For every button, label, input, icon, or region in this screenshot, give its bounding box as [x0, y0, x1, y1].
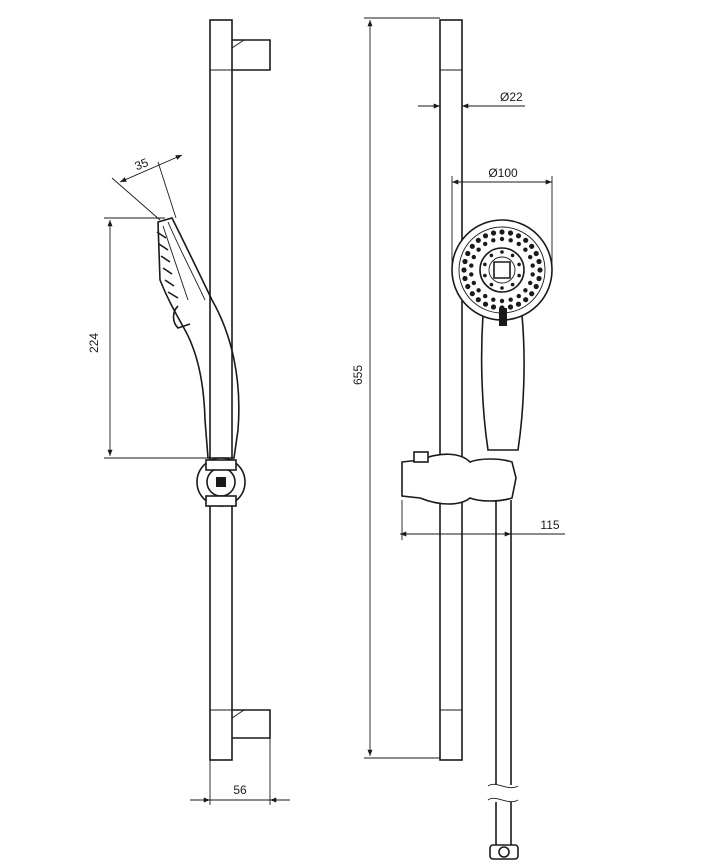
nozzle-dot	[483, 241, 488, 247]
nozzle-dot	[510, 282, 515, 287]
dim-d22-label: Ø22	[500, 90, 523, 104]
nozzle-dot	[499, 305, 505, 311]
side-bottom-bracket	[231, 709, 271, 739]
hose	[487, 500, 519, 860]
dim-35-label: 35	[133, 155, 151, 173]
side-slider-holder	[196, 457, 246, 507]
dim-56: 56	[190, 738, 290, 805]
nozzle-dot	[462, 258, 468, 265]
dim-655: 655	[351, 17, 440, 759]
nozzle-dot	[483, 293, 488, 299]
nozzle-dot	[462, 275, 468, 282]
nozzle-dot	[517, 273, 521, 278]
front-showerhead	[451, 219, 553, 326]
nozzle-dot	[530, 272, 535, 277]
front-handle	[480, 314, 525, 451]
nozzle-dot	[469, 243, 475, 249]
dim-d100-label: Ø100	[488, 166, 518, 180]
nozzle-dot	[489, 253, 494, 258]
nozzle-dot	[476, 247, 481, 252]
nozzle-dot	[508, 297, 513, 302]
hose-nut	[489, 844, 519, 860]
nozzle-dot	[523, 288, 528, 293]
nozzle-dot	[491, 297, 496, 302]
nozzle-dot	[536, 258, 542, 265]
nozzle-dot	[500, 286, 504, 290]
nozzle-dot	[461, 267, 467, 273]
side-view: 224 35 56	[87, 19, 290, 805]
nozzle-dot	[469, 291, 475, 297]
nozzle-dot	[476, 288, 481, 293]
dim-224: 224	[87, 217, 208, 459]
side-rail	[209, 19, 233, 761]
nozzle-dot	[471, 254, 476, 260]
nozzle-dot	[510, 253, 515, 258]
nozzle-dot	[523, 237, 529, 243]
dim-35: 35	[111, 154, 183, 221]
nozzle-dot	[529, 243, 535, 249]
nozzle-dot	[533, 250, 539, 257]
dim-655-label: 655	[351, 365, 365, 385]
dim-115: 115	[400, 500, 565, 540]
dim-115-label: 115	[540, 518, 559, 532]
nozzle-dot	[508, 238, 513, 243]
nozzle-dot	[482, 301, 489, 307]
nozzle-dot	[500, 250, 504, 254]
nozzle-dot	[482, 233, 489, 239]
nozzle-dot	[529, 291, 535, 297]
outer-nozzles	[461, 229, 543, 311]
nozzle-dot	[483, 262, 487, 267]
nozzle-dot	[523, 247, 528, 252]
nozzle-dot	[499, 236, 505, 242]
nozzle-dot	[528, 254, 533, 260]
nozzle-dot	[483, 273, 487, 278]
nozzle-dot	[491, 238, 496, 243]
side-top-bracket	[231, 39, 271, 71]
nozzle-dot	[489, 282, 494, 287]
dim-d100: Ø100	[451, 166, 553, 265]
nozzle-dot	[537, 267, 543, 273]
nozzle-dot	[507, 304, 514, 310]
nozzle-dot	[523, 297, 529, 303]
nozzle-dot	[475, 297, 481, 303]
nozzle-dot	[536, 275, 542, 282]
nozzle-dot	[516, 293, 521, 299]
nozzle-dot	[507, 230, 514, 236]
nozzle-dot	[528, 280, 533, 286]
nozzle-dot	[516, 241, 521, 247]
nozzle-dot	[533, 283, 539, 290]
nozzle-dot	[515, 301, 522, 307]
front-rail	[439, 19, 463, 761]
nozzle-dot	[490, 230, 497, 236]
nozzle-dot	[469, 272, 474, 277]
dim-224-label: 224	[87, 333, 101, 353]
nozzle-dot	[475, 237, 481, 243]
nozzle-dot	[515, 233, 522, 239]
dim-d22: Ø22	[418, 90, 525, 109]
nozzle-dot	[465, 250, 471, 257]
nozzle-dot	[517, 262, 521, 267]
front-slider	[401, 451, 517, 505]
inner-nozzles	[483, 250, 521, 290]
front-view: Ø22 Ø100 655 115	[351, 17, 565, 860]
nozzle-dot	[499, 229, 505, 235]
nozzle-dot	[465, 283, 471, 290]
nozzle-dot	[471, 280, 476, 286]
nozzle-dot	[469, 263, 474, 268]
side-handshower	[156, 217, 240, 459]
nozzle-dot	[490, 304, 497, 310]
nozzle-dot	[499, 298, 505, 304]
nozzle-dot	[530, 263, 535, 268]
dim-56-label: 56	[233, 783, 247, 797]
